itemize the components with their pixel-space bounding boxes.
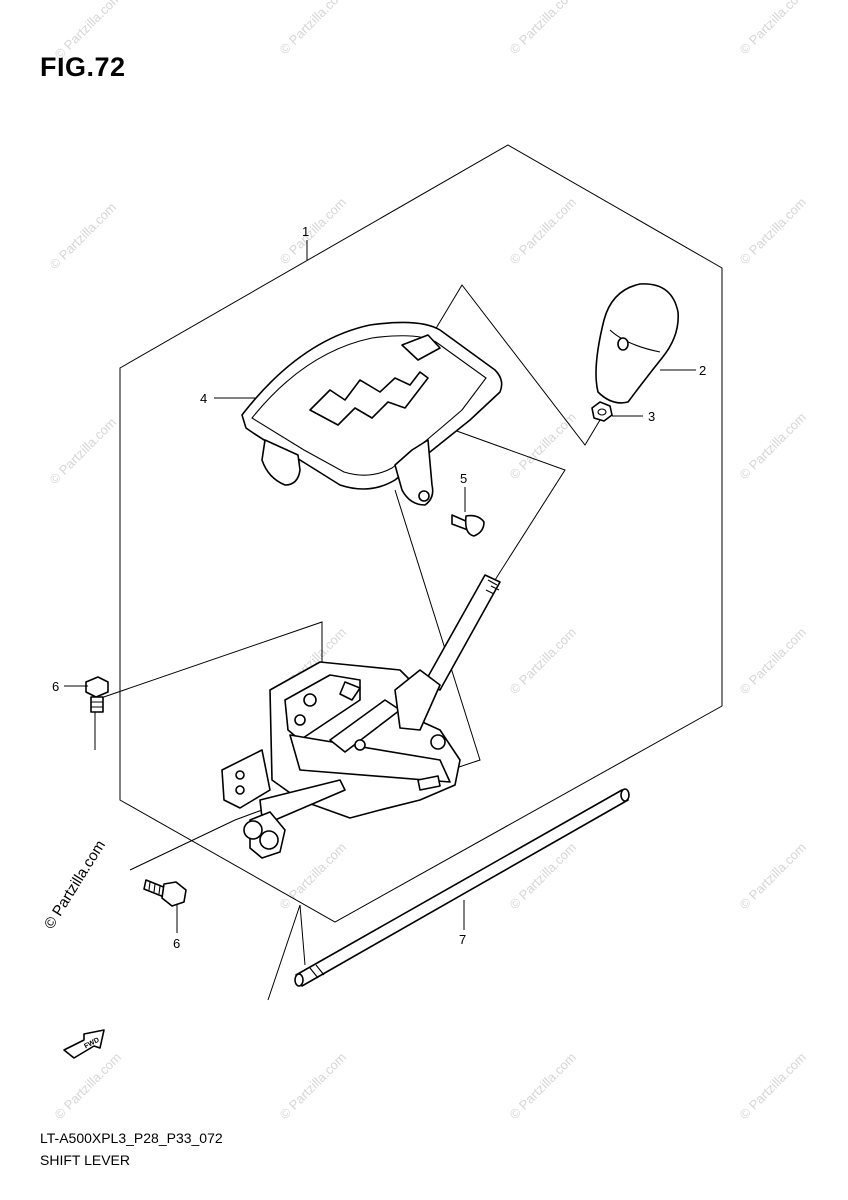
callout-1: 1 [302, 224, 309, 239]
callout-6-upper: 6 [52, 679, 59, 694]
shift-knob [595, 283, 679, 404]
watermark: © Partzilla.com [277, 840, 350, 913]
bolt-upper [85, 676, 109, 713]
callouts: 1 2 3 4 5 6 6 7 [52, 224, 706, 951]
watermark: © Partzilla.com [737, 410, 810, 483]
watermark: © Partzilla.com [507, 0, 580, 57]
callout-6-lower: 6 [173, 936, 180, 951]
watermark: © Partzilla.com [52, 1050, 125, 1123]
fwd-arrow-icon: FWD [63, 1029, 105, 1059]
watermark: © Partzilla.com [737, 1050, 810, 1123]
watermark: © Partzilla.com [737, 0, 810, 57]
diagram-name: SHIFT LEVER [40, 1152, 130, 1168]
screw [451, 514, 485, 537]
assembly-outline [119, 144, 723, 923]
watermark: © Partzilla.com [277, 1050, 350, 1123]
watermark-layer: © Partzilla.com © Partzilla.com © Partzi… [41, 0, 809, 1122]
bolt-relation-line [94, 621, 323, 750]
watermark: © Partzilla.com [52, 0, 125, 62]
rod [294, 788, 630, 987]
watermark: © Partzilla.com [507, 410, 580, 483]
shift-lever-rod [424, 574, 501, 691]
watermark: © Partzilla.com [47, 200, 120, 273]
bolt-relation-line [129, 809, 263, 871]
rod-relation-line [267, 904, 306, 1001]
callout-5: 5 [460, 471, 467, 486]
diagram-code: LT-A500XPL3_P28_P33_072 [40, 1130, 223, 1146]
callout-3: 3 [648, 409, 655, 424]
shift-gate-cover [241, 321, 503, 506]
knob-relation-line [419, 284, 601, 446]
watermark: © Partzilla.com [507, 195, 580, 268]
leader-lines [64, 240, 696, 933]
watermark: © Partzilla.com [507, 625, 580, 698]
shift-lever-bracket [221, 661, 461, 859]
watermark: © Partzilla.com [277, 195, 350, 268]
watermark: © Partzilla.com [277, 0, 350, 57]
watermark: © Partzilla.com [507, 1050, 580, 1123]
watermark: © Partzilla.com [737, 840, 810, 913]
watermark: © Partzilla.com [737, 625, 810, 698]
cover-relation-line [439, 424, 566, 581]
watermark: © Partzilla.com [737, 195, 810, 268]
bolt-lower [143, 879, 187, 907]
nut [591, 401, 613, 422]
callout-2: 2 [699, 363, 706, 378]
callout-7: 7 [459, 932, 466, 947]
watermark-prominent: © Partzilla.com [41, 837, 109, 932]
callout-4: 4 [200, 391, 207, 406]
watermark: © Partzilla.com [47, 415, 120, 488]
figure-title: FIG.72 [40, 52, 126, 82]
